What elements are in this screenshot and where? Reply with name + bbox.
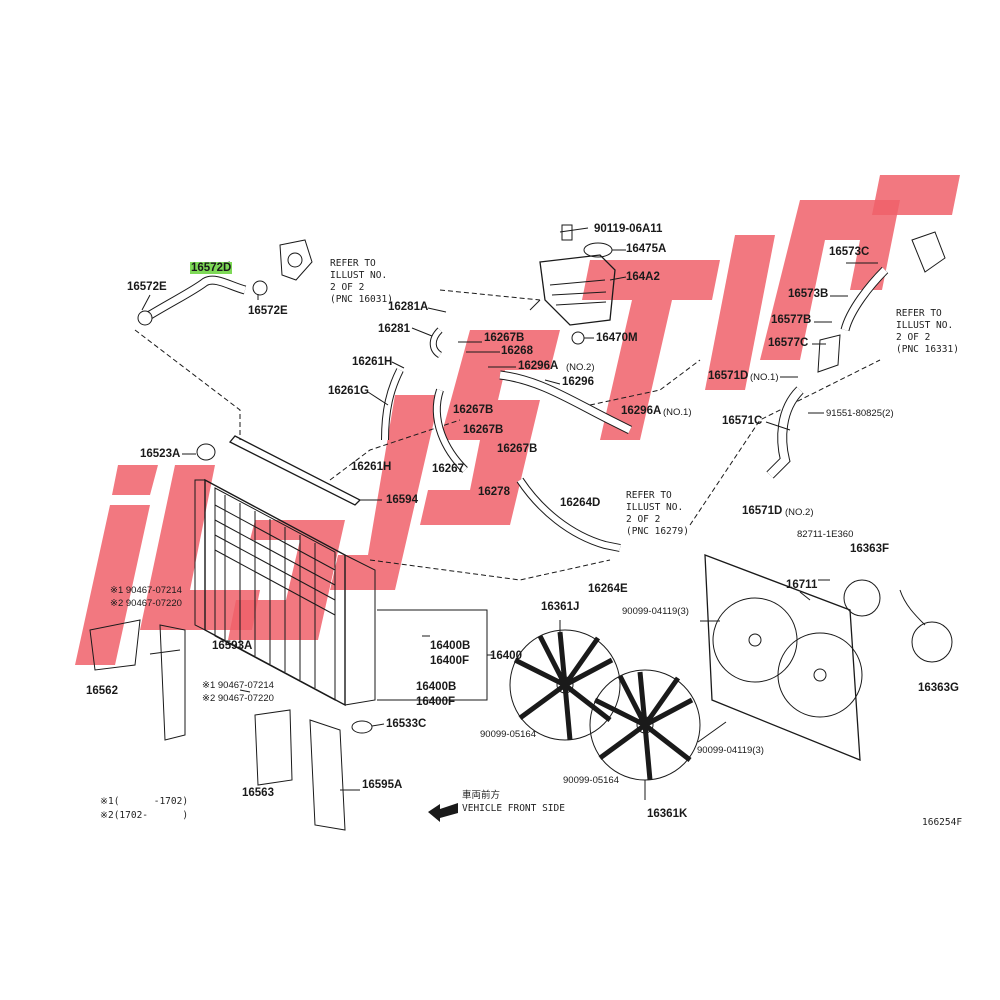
part-label-16572E[interactable]: 16572E [127,281,167,293]
part-label-16281[interactable]: 16281 [378,323,410,335]
part-label-16563[interactable]: 16563 [242,787,274,799]
part-label-16261G[interactable]: 16261G [328,385,369,397]
part-label-16711[interactable]: 16711 [786,579,818,591]
part-label-16267B[interactable]: 16267B [497,443,538,455]
part-label-16523A[interactable]: 16523A [140,448,181,460]
front-direction-arrow [428,803,458,822]
part-label-16278[interactable]: 16278 [478,486,510,498]
part-label-16264D[interactable]: 16264D [560,497,601,509]
part-label-16267B[interactable]: 16267B [484,332,525,344]
part-label-16470M[interactable]: 16470M [596,332,638,344]
radiator [194,435,376,707]
part-label-16400[interactable]: 16400 [490,650,522,662]
part-label-16400B[interactable]: 16400B [430,640,471,652]
part-label-16296A[interactable]: 16296A [621,405,662,417]
vehicle-front-label: VEHICLE FRONT SIDE [462,803,565,814]
part-label-16533C[interactable]: 16533C [386,718,427,730]
part-label-91551-80825[interactable]: 91551-80825(2) [826,408,894,419]
part-label-16400B[interactable]: 16400B [416,681,457,693]
part-label-16562[interactable]: 16562 [86,685,118,697]
fan-16361K [589,669,701,781]
part-label-16361J[interactable]: 16361J [541,601,580,613]
part-label-16593A[interactable]: 16593A [212,640,253,652]
fan-16361J [509,629,621,741]
part-label-16261H[interactable]: 16261H [351,461,392,473]
part-label-16363G[interactable]: 16363G [918,682,959,694]
part-label-16595A[interactable]: 16595A [362,779,403,791]
vehicle-front-label-jp: 車両前方 [462,790,501,801]
part-label-16594[interactable]: 16594 [386,494,418,506]
footnote-2: ※2(1702- ) [100,810,189,821]
part-label-90119-06A11[interactable]: 90119-06A11 [594,223,663,235]
part-label-16281A[interactable]: 16281A [388,301,429,313]
part-label-90099-05164[interactable]: 90099-05164 [563,775,619,786]
part-note-no1: (NO.1) [750,372,779,383]
reservoir-tank [529,224,616,326]
part-label-16572E[interactable]: 16572E [248,305,288,317]
part-label-16267B[interactable]: 16267B [463,424,504,436]
part-label-90467-07220[interactable]: ※2 90467-07220 [110,598,182,609]
part-label-90467-07220[interactable]: ※2 90467-07220 [202,693,274,704]
part-note-no1: (NO.1) [663,407,692,418]
part-label-16261H[interactable]: 16261H [352,356,393,368]
part-label-16296[interactable]: 16296 [562,376,594,388]
part-label-16296A[interactable]: 16296A [518,360,559,372]
footnote-1: ※1( -1702) [100,796,189,807]
part-label-16400F[interactable]: 16400F [430,655,470,667]
part-label-16577B[interactable]: 16577B [771,314,812,326]
part-label-16573B[interactable]: 16573B [788,288,829,300]
part-label-90099-04119[interactable]: 90099-04119(3) [622,606,689,617]
part-label-90467-07214[interactable]: ※1 90467-07214 [202,680,274,691]
part-label-16268[interactable]: 16268 [501,345,533,357]
part-label-16571D[interactable]: 16571D [708,370,749,382]
part-label-16572D[interactable]: 16572D [190,262,233,274]
part-label-16571D[interactable]: 16571D [742,505,783,517]
part-label-90099-05164[interactable]: 90099-05164 [480,729,536,740]
part-label-16577C[interactable]: 16577C [768,337,809,349]
part-label-90467-07214[interactable]: ※1 90467-07214 [110,585,182,596]
part-label-16264E[interactable]: 16264E [588,583,628,595]
part-label-16363F[interactable]: 16363F [850,543,890,555]
part-note-no2: (NO.2) [566,362,595,373]
part-label-16400F[interactable]: 16400F [416,696,456,708]
figure-id: 166254F [922,817,963,828]
part-label-16267[interactable]: 16267 [432,463,464,475]
part-label-90099-04119[interactable]: 90099-04119(3) [697,745,764,756]
part-label-16571C[interactable]: 16571C [722,415,763,427]
part-label-16267B[interactable]: 16267B [453,404,494,416]
part-label-164A2[interactable]: 164A2 [626,271,660,283]
part-label-16573C[interactable]: 16573C [829,246,870,258]
part-note-no2: (NO.2) [785,507,814,518]
fan-shroud [704,554,863,761]
part-label-16361K[interactable]: 16361K [647,808,688,820]
part-label-82711-1E360[interactable]: 82711-1E360 [797,529,854,540]
part-label-16475A[interactable]: 16475A [626,243,667,255]
